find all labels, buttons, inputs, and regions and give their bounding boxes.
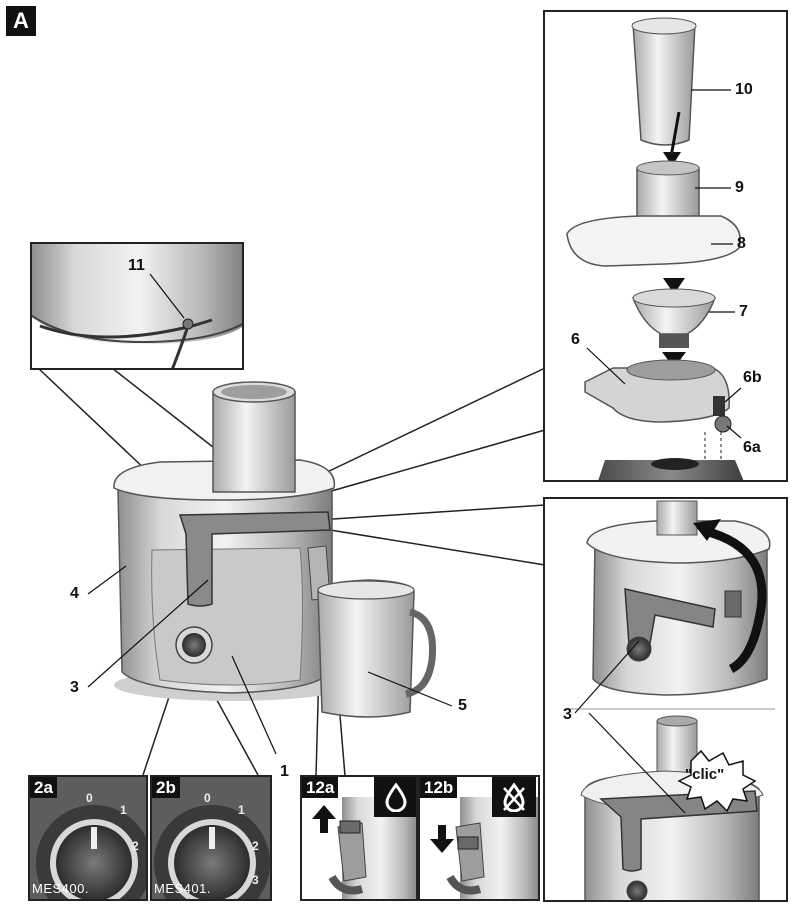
panel-2a-knob: 2a 0 1 2 MES400. [28,775,148,901]
callout-6a: 6a [743,439,761,456]
panel-12a-spout: 12a [300,775,418,901]
callout-5: 5 [458,697,467,714]
knob-illustration-2a [36,805,146,899]
callout-7: 7 [739,303,748,320]
panel-12a-label: 12a [302,777,339,798]
callout-1: 1 [280,763,289,780]
knob-illustration-2b [154,805,270,899]
dial-mark-3: 3 [252,873,259,887]
dial-mark-1: 1 [238,803,245,817]
dial-mark-1: 1 [120,803,127,817]
inset-cable-holder: 11 [30,242,244,370]
dial-mark-0: 0 [86,791,93,805]
callout-6b: 6b [743,369,762,386]
panel-2a-label: 2a [30,777,57,798]
drop-icon [374,777,416,817]
callout-8: 8 [737,235,746,252]
drop-crossed-icon [492,777,536,817]
callout-9: 9 [735,179,744,196]
inset-handle-locking: "clic" 3 [543,497,788,902]
callout-4: 4 [70,585,79,602]
panel-2b-label: 2b [152,777,180,798]
exploded-assembly-illustration [566,17,744,480]
handle-locking-illustration [565,500,775,900]
panel-2b-knob: 2b 0 1 2 3 MES401. [150,775,272,901]
callout-3-right: 3 [563,706,572,723]
panel-12b-spout: 12b [418,775,540,901]
clic-label: "clic" [685,766,725,783]
dial-mark-2: 2 [132,839,139,853]
section-tag: A [6,6,36,36]
inset-exploded-assembly: 10 9 8 7 6 6b 6a [543,10,788,482]
model-label-2b: MES401. [154,881,211,896]
callout-10: 10 [735,81,753,98]
cable-holder-illustration [32,244,242,368]
dial-mark-2: 2 [252,839,259,853]
callout-3-main: 3 [70,679,79,696]
callout-11: 11 [128,257,145,274]
dial-mark-0: 0 [204,791,211,805]
model-label-2a: MES400. [32,881,89,896]
callout-6: 6 [571,331,580,348]
panel-12b-label: 12b [420,777,458,798]
